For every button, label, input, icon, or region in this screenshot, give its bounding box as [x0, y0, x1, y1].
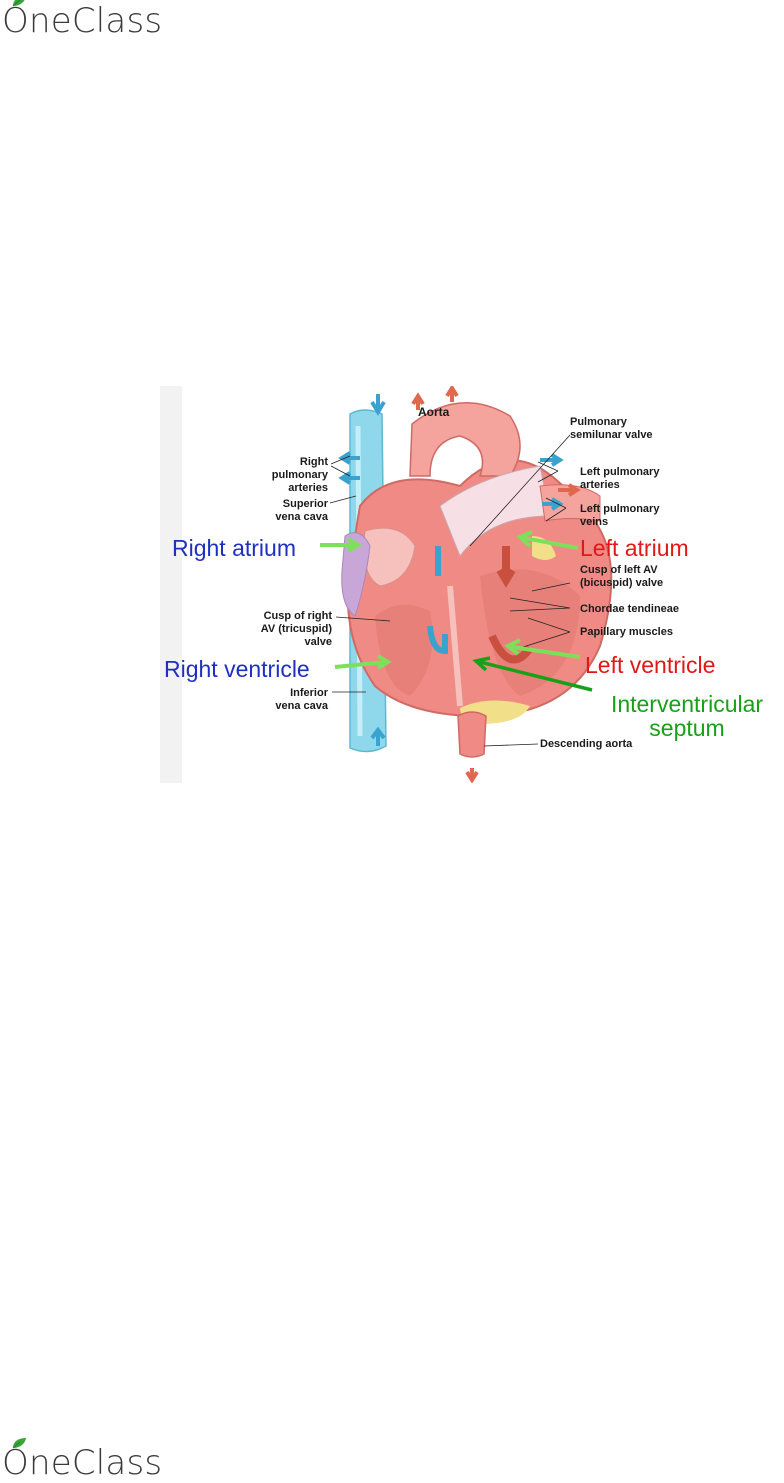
leaf-icon	[12, 0, 25, 7]
annotation-left-ventricle: Left ventricle	[585, 652, 716, 678]
label-superior-vena-cava: Superior vena cava	[275, 498, 328, 523]
label-cusp-right-av: Cusp of right AV (tricuspid) valve	[260, 610, 332, 648]
logo-o: O	[2, 1438, 29, 1483]
logo-letter-o: O	[2, 1, 29, 41]
oneclass-logo-bottom: O neClass	[2, 1438, 163, 1483]
logo-o: O	[2, 0, 29, 41]
label-descending-aorta: Descending aorta	[540, 738, 633, 750]
annotation-right-ventricle: Right ventricle	[164, 656, 310, 682]
logo-text: neClass	[28, 1443, 163, 1483]
heart-illustration	[160, 386, 613, 783]
oneclass-logo-top: O neClass	[2, 0, 163, 41]
label-left-pulmonary-arteries: Left pulmonary arteries	[580, 466, 660, 491]
leaf-icon	[12, 1438, 26, 1449]
label-inferior-vena-cava: Inferior vena cava	[275, 687, 328, 712]
heart-diagram: Aorta Pulmonary semilunar valve Right pu…	[160, 386, 778, 783]
label-papillary-muscles: Papillary muscles	[580, 626, 673, 638]
annotation-right-atrium: Right atrium	[172, 535, 296, 561]
label-pulmonary-semilunar-valve: Pulmonary semilunar valve	[570, 416, 653, 441]
label-aorta: Aorta	[418, 405, 450, 419]
logo-text: neClass	[28, 1, 163, 41]
logo-letter-o: O	[2, 1443, 29, 1483]
label-right-pulmonary-arteries: Right pulmonary arteries	[271, 456, 328, 494]
label-cusp-left-av: Cusp of left AV (bicuspid) valve	[580, 564, 664, 589]
label-chordae-tendineae: Chordae tendineae	[580, 603, 680, 615]
annotation-interventricular-septum: Interventricular septum	[610, 691, 764, 741]
label-left-pulmonary-veins: Left pulmonary veins	[580, 503, 660, 528]
annotation-left-atrium: Left atrium	[580, 535, 689, 561]
